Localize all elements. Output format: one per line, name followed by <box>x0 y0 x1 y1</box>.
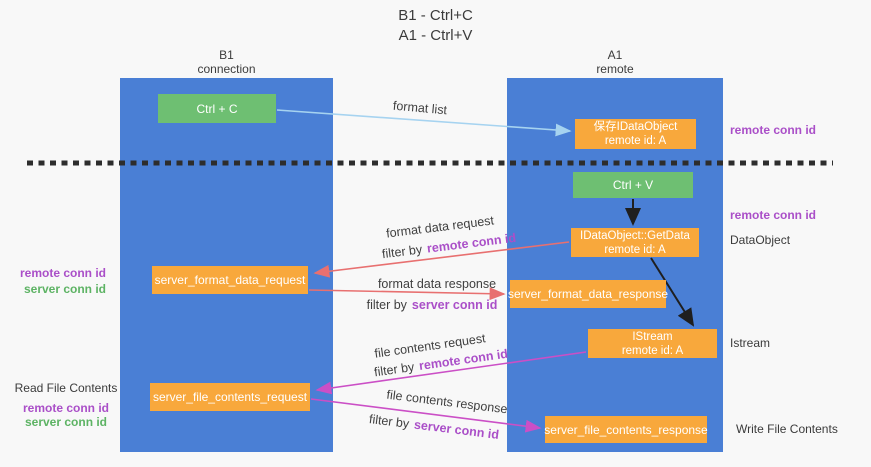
istream-label: Istream <box>730 336 771 350</box>
filter-by-text: filter by <box>368 412 410 431</box>
ctrl-c-node: Ctrl + C <box>158 94 276 123</box>
server-conn-id-key: server conn id <box>411 298 498 312</box>
server-format-data-request-node: server_format_data_request <box>152 266 308 294</box>
server-format-data-response-node: server_format_data_response <box>507 280 669 308</box>
title-line-2: A1 - Ctrl+V <box>398 27 473 44</box>
title-line-1: B1 - Ctrl+C <box>398 7 473 24</box>
server-format-data-response-label: server_format_data_response <box>507 287 669 301</box>
server-file-contents-response-node: server_file_contents_response <box>544 416 708 443</box>
format-data-response-filter-label: filter by server conn id <box>367 298 498 312</box>
store-idataobject-node: 保存IDataObject remote id: A <box>575 119 696 149</box>
server-conn-id-label-left: server conn id <box>23 282 106 296</box>
remote-conn-id-key: remote conn id <box>426 230 517 256</box>
write-file-contents-label: Write File Contents <box>736 422 838 436</box>
server-file-contents-request-label: server_file_contents_request <box>152 390 308 404</box>
read-file-contents-label: Read File Contents <box>14 381 118 395</box>
store-idataobject-line1: 保存IDataObject <box>593 121 678 133</box>
lane-left-subtitle: connection <box>197 62 256 76</box>
ctrl-v-node: Ctrl + V <box>573 172 693 198</box>
getdata-line2: remote id: A <box>604 243 666 256</box>
server-file-contents-response-label: server_file_contents_response <box>544 422 708 437</box>
remote-conn-id-label-mid-right: remote conn id <box>730 208 817 222</box>
server-conn-id-key: server conn id <box>413 417 500 442</box>
istream-line1: IStream <box>632 330 673 343</box>
format-data-response-label: format data response <box>377 277 497 291</box>
lane-right-header: A1 remote <box>507 48 723 76</box>
lane-left-name: B1 <box>219 48 234 62</box>
filter-by-text: filter by <box>366 298 407 312</box>
server-file-contents-request-node: server_file_contents_request <box>150 383 310 411</box>
lane-right-name: A1 <box>607 48 623 62</box>
left-conn-id-block: remote conn id server conn id <box>12 265 106 297</box>
istream-line2: remote id: A <box>621 344 684 357</box>
ctrl-c-label: Ctrl + C <box>196 101 238 116</box>
remote-conn-id-label-bottom-left: remote conn id <box>22 401 109 415</box>
lane-right-subtitle: remote <box>596 62 634 76</box>
lane-left-header: B1 connection <box>120 48 333 76</box>
store-idataobject-line2: remote id: A <box>604 135 667 147</box>
server-conn-id-label-bottom-left: server conn id <box>24 415 108 429</box>
server-format-data-request-label: server_format_data_request <box>154 273 306 287</box>
file-contents-response-label: file contents response <box>385 387 509 417</box>
remote-conn-id-label-left: remote conn id <box>19 266 106 280</box>
read-file-contents-block: Read File Contents remote conn id server… <box>10 381 122 429</box>
filter-by-text: filter by <box>381 242 423 262</box>
ctrl-v-label: Ctrl + V <box>612 178 654 192</box>
filter-by-text: filter by <box>373 359 416 380</box>
dataobject-label: DataObject <box>730 233 791 247</box>
istream-node: IStream remote id: A <box>588 329 717 358</box>
format-list-label: format list <box>392 98 448 118</box>
diagram-title: B1 - Ctrl+C A1 - Ctrl+V <box>0 6 871 46</box>
getdata-node: IDataObject::GetData remote id: A <box>571 228 699 257</box>
remote-conn-id-label-top-right: remote conn id <box>730 123 817 137</box>
getdata-line1: IDataObject::GetData <box>580 229 690 242</box>
